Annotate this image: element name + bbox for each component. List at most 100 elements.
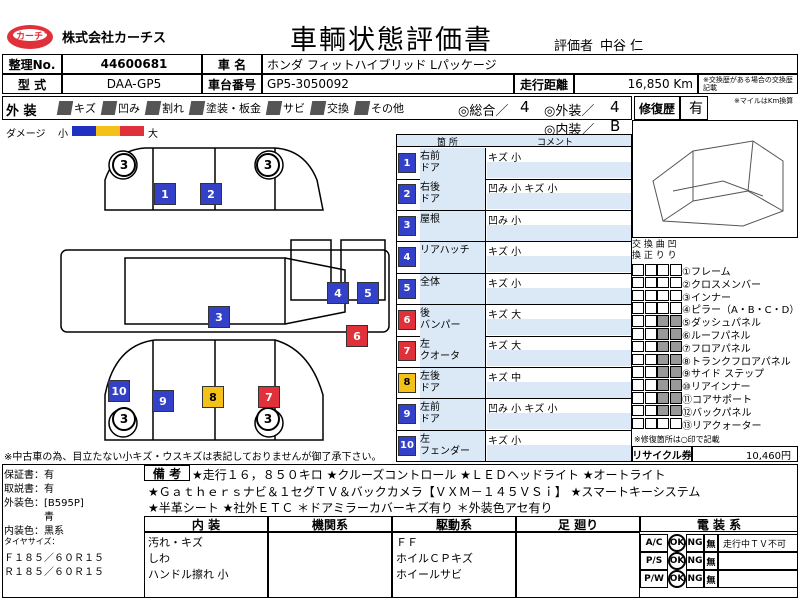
remarks-line-1: ★走行１６，８５０キロ ★クルーズコントロール ★ＬＥＤヘッドライト ★オートラ… <box>192 468 666 482</box>
car-name-label: 車 名 <box>202 54 262 74</box>
damage-comment: キズ 小 <box>488 278 522 290</box>
check-cell <box>669 392 682 404</box>
damage-part: 後 バンパー <box>420 305 486 336</box>
bottom-col-line: ハンドル擦れ 小 <box>148 568 229 581</box>
bottom-col-line: ホイルＣＰキズ <box>396 552 473 565</box>
damage-scale-bar <box>72 126 144 136</box>
comment-field <box>487 350 631 367</box>
electrical-note <box>718 552 798 570</box>
check-cell <box>669 289 682 302</box>
bottom-col-header: 足 廻り <box>516 516 640 532</box>
electrical-code: P/W <box>640 570 668 588</box>
damage-marker-3: 3 <box>208 306 230 328</box>
electrical-ok: OK <box>668 570 686 588</box>
repair-frame-diagram <box>632 120 798 238</box>
comment-field <box>487 287 631 304</box>
comment-field <box>487 381 631 398</box>
mark-note: ※修復箇所は○印で記載 <box>634 435 720 444</box>
damage-comment: キズ 小 <box>488 247 522 259</box>
grade-circle: 3 <box>256 407 280 431</box>
model-label: 型 式 <box>2 74 62 94</box>
damage-part: 左 クオータ <box>420 336 486 367</box>
grade-circle: 3 <box>112 153 136 177</box>
check-cell <box>657 379 669 391</box>
check-cell <box>644 340 657 353</box>
comment-field <box>487 193 631 210</box>
check-cell <box>632 353 644 366</box>
int-color-label: 内装色：黒系 <box>4 526 64 537</box>
check-cell <box>669 264 682 276</box>
damage-marker-7: 7 <box>258 386 280 408</box>
bottom-col-header: 駆動系 <box>392 516 516 532</box>
check-cell <box>632 289 644 302</box>
legend-item: 交換 <box>309 100 349 116</box>
check-cell <box>644 353 657 366</box>
electrical-ok: OK <box>668 534 686 552</box>
car-name-value: ホンダ フィットハイブリッド Lパッケージ <box>262 54 798 74</box>
damage-marker-2: 2 <box>200 183 222 205</box>
ext-score-label: ◎外装／ <box>544 104 595 119</box>
repair-history-value: 有 <box>680 96 708 120</box>
damage-part: 左後 ドア <box>420 367 486 399</box>
remarks-line-3: ★半革シート ★社外ＥＴＣ ＊ドアミラーカバーキズ有り ＊外装色アセ有り <box>148 501 553 515</box>
bottom-col-header: 内 装 <box>144 516 268 532</box>
tire-size-label: タイヤサイズ： <box>4 537 60 546</box>
legend-item: サビ <box>265 100 305 116</box>
electrical-ok: OK <box>668 552 686 570</box>
legend-item: キズ <box>56 100 96 116</box>
comment-field <box>487 256 631 273</box>
check-cell <box>657 417 669 430</box>
check-cell <box>657 276 669 289</box>
damage-number: 2 <box>398 184 416 205</box>
damage-part: 左前 ドア <box>420 399 486 430</box>
check-cell <box>669 379 682 391</box>
check-cell <box>644 302 657 314</box>
damage-scale-label: ダメージ <box>6 129 46 140</box>
damage-comment: キズ 中 <box>488 372 522 384</box>
frame-check-label: ⑤ダッシュパネル <box>682 318 761 330</box>
comment-field <box>487 319 631 335</box>
electrical-ng: NG <box>686 570 704 588</box>
damage-number: 5 <box>398 278 416 299</box>
electrical-state: 無 <box>704 534 718 552</box>
bottom-col-line: ホイールサビ <box>396 568 462 581</box>
col-comment-header: コメント <box>537 138 574 148</box>
damage-comment: 凹み 小 キズ 小 <box>488 184 558 196</box>
check-cell <box>669 315 682 327</box>
frame-check-label: ⑫バックパネル <box>682 407 752 419</box>
damage-marker-10: 10 <box>108 380 130 402</box>
damage-part: 全体 <box>420 273 486 305</box>
total-score: 4 <box>520 98 530 116</box>
legend-label: 凹み <box>118 102 140 115</box>
check-cell <box>657 340 669 353</box>
legend-label: キズ <box>74 102 96 115</box>
logo-text: カーチス <box>16 32 53 42</box>
damage-comment: キズ 大 <box>488 310 522 321</box>
repair-history-label: 修復歴 <box>634 96 680 120</box>
damage-table-header: 箇 所 コメント <box>397 135 631 148</box>
damage-marker-5: 5 <box>357 282 379 304</box>
check-cell <box>632 302 644 314</box>
check-cell <box>669 353 682 366</box>
frame-check-label: ⑧トランクフロアパネル <box>682 356 791 368</box>
check-cell <box>644 417 657 430</box>
damage-marker-6: 6 <box>346 325 368 347</box>
check-cell <box>657 289 669 302</box>
evaluator-name: 中谷 仁 <box>600 39 644 54</box>
recycle-value: 10,460円 <box>692 446 798 462</box>
mgmt-no-value: 44600681 <box>62 54 202 74</box>
legend-item: 凹み <box>100 100 140 116</box>
bottom-col-line: 汚れ・キズ <box>148 536 203 549</box>
check-cell <box>669 276 682 289</box>
frame-check-label: ⑩リアインナー <box>682 382 751 394</box>
electrical-header: 電 装 系 <box>640 516 798 532</box>
check-cell <box>644 276 657 289</box>
frame-check-label: ⑦フロアパネル <box>682 343 751 355</box>
dent-icon <box>100 101 118 115</box>
damage-part: 右前 ドア <box>420 148 486 179</box>
scratch-icon <box>56 101 74 115</box>
check-cell <box>644 289 657 302</box>
